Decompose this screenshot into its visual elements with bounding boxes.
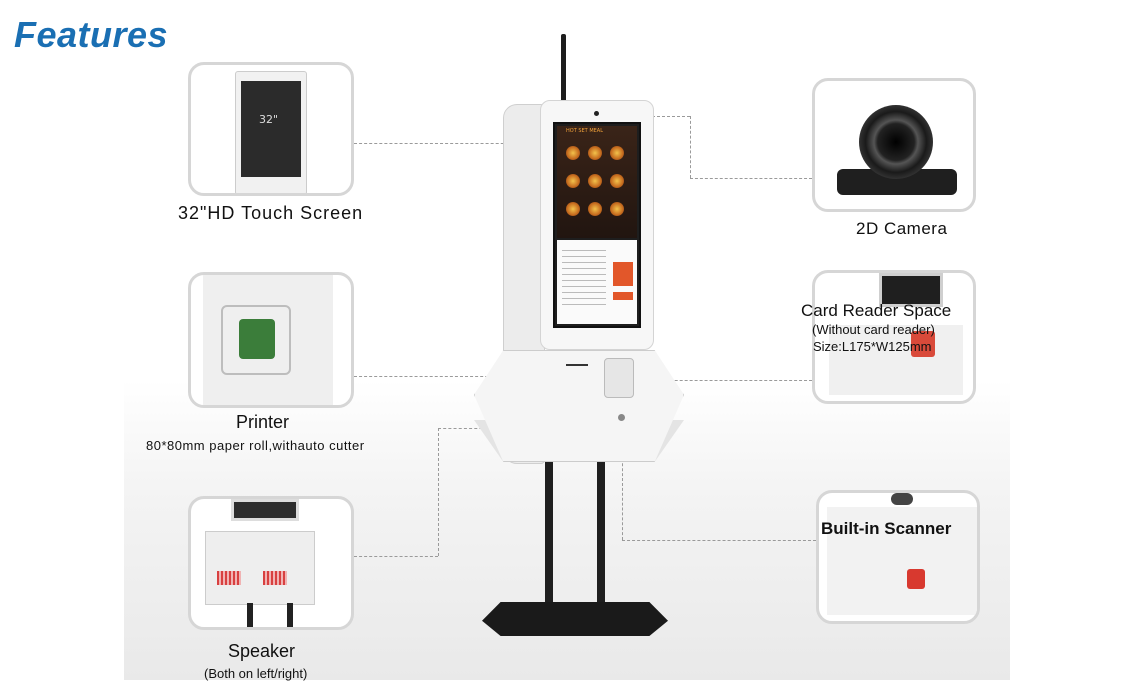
leader-speaker — [354, 556, 438, 557]
printer-slot — [566, 364, 588, 366]
menu-dish — [610, 146, 624, 160]
leader-scanner — [622, 540, 816, 541]
leader-touch-screen — [354, 143, 524, 144]
camera-lens-icon — [859, 105, 933, 179]
speaker-stand-pole-right — [287, 603, 293, 627]
printer-frame — [221, 305, 291, 375]
printer-panel — [188, 272, 354, 408]
menu-dish — [566, 146, 580, 160]
screen-image — [241, 81, 301, 177]
antenna — [561, 34, 566, 110]
menu-dish — [566, 202, 580, 216]
leader-speaker-vertical — [438, 428, 439, 556]
scanner-caption: Built-in Scanner — [821, 519, 952, 538]
camera-panel — [812, 78, 976, 212]
screen-size-label: 32" — [259, 113, 279, 126]
menu-dish — [610, 174, 624, 188]
kiosk-menu-title: HOT SET MEAL — [566, 128, 603, 134]
speaker-caption: Speaker — [228, 641, 296, 661]
speaker-stand-pole-left — [247, 603, 253, 627]
touch-screen-panel: 32" — [188, 62, 354, 196]
speaker-housing — [205, 531, 315, 605]
card-reader-size: Size:L175*W125mm — [813, 339, 932, 354]
speaker-panel — [188, 496, 354, 630]
scanner-window — [907, 569, 925, 589]
page-title: Features — [14, 14, 169, 55]
printer-caption: Printer — [236, 412, 290, 432]
kiosk-pole-right — [597, 462, 605, 612]
leader-printer — [354, 376, 574, 377]
order-button — [613, 262, 633, 286]
kiosk-pole-left — [545, 462, 553, 612]
menu-dish — [610, 202, 624, 216]
printer-detail: 80*80mm paper roll,withauto cutter — [146, 438, 365, 453]
right-speaker-grill — [263, 571, 287, 585]
touch-screen-caption: 32"HD Touch Screen — [178, 203, 364, 223]
menu-dish — [566, 174, 580, 188]
scanner-panel — [816, 490, 980, 624]
camera-caption: 2D Camera — [856, 219, 948, 238]
leader-camera — [690, 178, 812, 179]
front-camera-dot — [594, 111, 599, 116]
pay-button — [613, 292, 633, 300]
scanner-top-lens — [891, 493, 913, 505]
card-reader-note: (Without card reader) — [812, 322, 935, 337]
card-reader-panel — [812, 270, 976, 404]
leader-camera-vertical — [690, 116, 691, 178]
menu-dish — [588, 202, 602, 216]
speaker-detail: (Both on left/right) — [204, 666, 308, 681]
scanner-housing — [827, 507, 977, 615]
leader-speaker-top — [438, 428, 498, 429]
kiosk-scanner — [604, 358, 634, 398]
card-reader-caption: Card Reader Space — [801, 301, 952, 320]
card-reader-slot — [879, 273, 943, 307]
kiosk-base — [482, 602, 668, 636]
lock-icon — [618, 414, 625, 421]
order-list-lines — [562, 250, 606, 310]
menu-dish — [588, 146, 602, 160]
menu-dish — [588, 174, 602, 188]
leader-scanner-vertical — [622, 424, 623, 540]
speaker-screen-edge — [231, 499, 299, 521]
left-speaker-grill — [217, 571, 241, 585]
card-reader-housing — [829, 325, 963, 395]
leader-card-reader — [620, 380, 812, 381]
paper-roll-holder — [239, 319, 275, 359]
kiosk-lower-housing — [474, 350, 684, 462]
scanner-window — [911, 331, 935, 357]
